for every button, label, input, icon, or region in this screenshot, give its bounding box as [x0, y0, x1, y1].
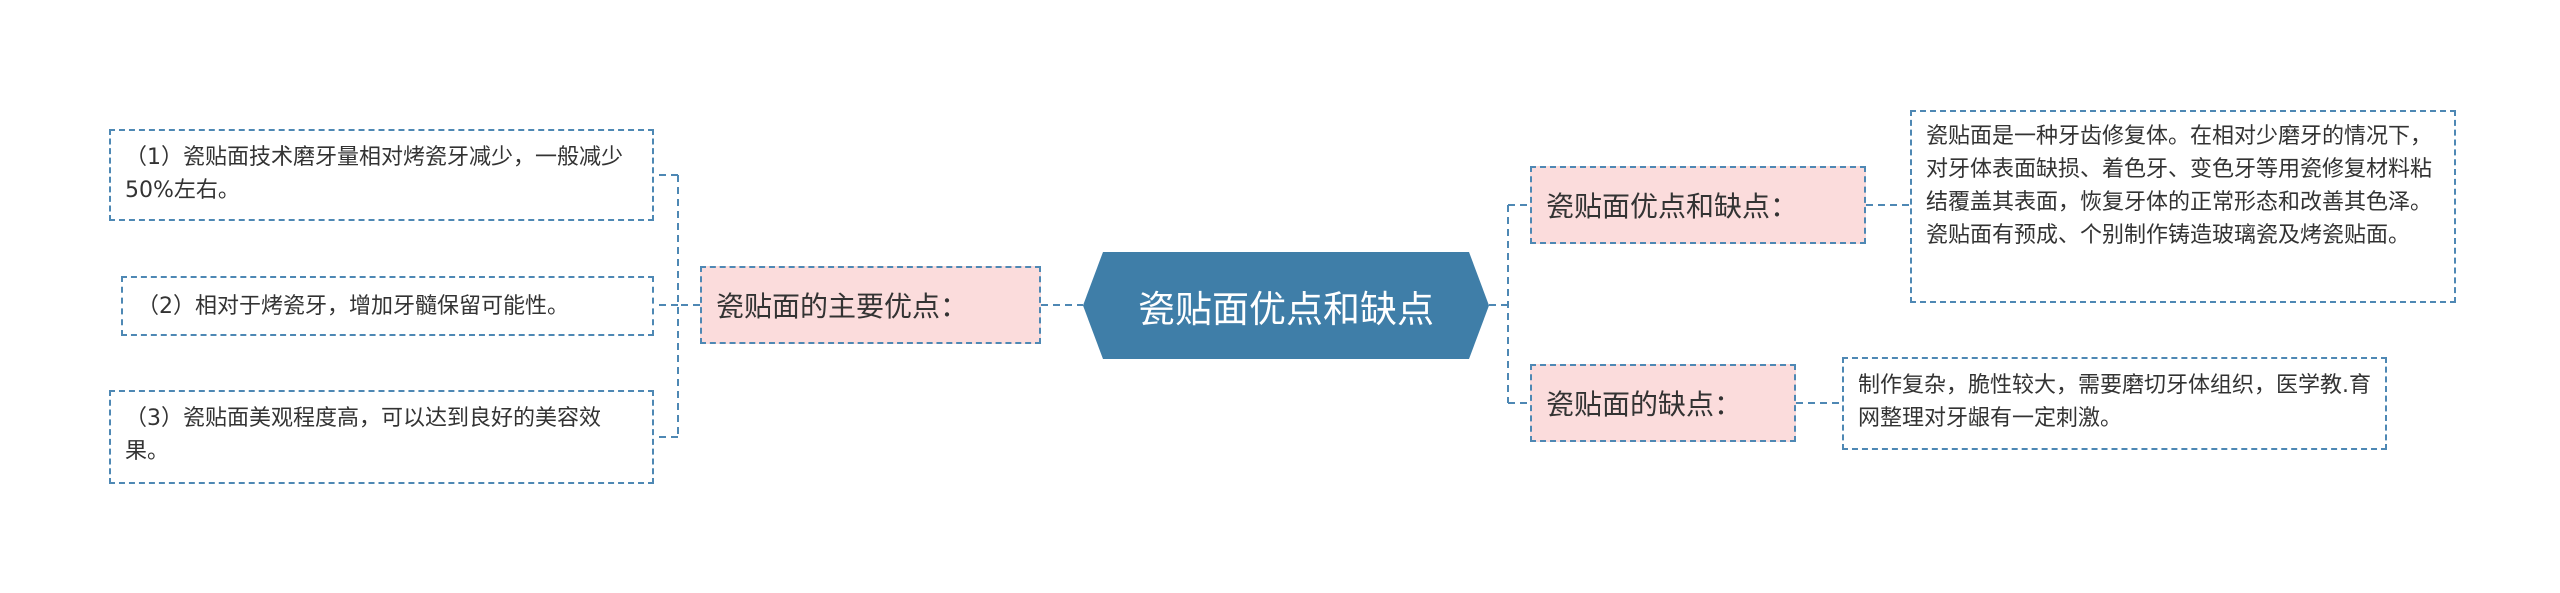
- branch-main-advantages[interactable]: 瓷贴面的主要优点：: [700, 266, 1041, 344]
- root-node-shape: [1083, 252, 1489, 359]
- leaf-advantage-1-text: （1）瓷贴面技术磨牙量相对烤瓷牙减少，一般减少50%左右。: [125, 145, 623, 203]
- leaf-advantage-3-text: （3）瓷贴面美观程度高，可以达到良好的美容效果。: [125, 406, 601, 464]
- branch-main-advantages-label: 瓷贴面的主要优点：: [716, 290, 969, 323]
- branch-pros-and-cons-label: 瓷贴面优点和缺点：: [1546, 190, 1799, 223]
- root-node[interactable]: 瓷贴面优点和缺点: [1083, 252, 1489, 359]
- leaf-disadvantages-text: 制作复杂，脆性较大，需要磨切牙体组织，医学教.育网整理对牙龈有一定刺激。: [1858, 373, 2371, 431]
- branch-pros-and-cons[interactable]: 瓷贴面优点和缺点：: [1530, 166, 1866, 244]
- root-node-label: 瓷贴面优点和缺点: [1138, 287, 1434, 331]
- leaf-advantage-2[interactable]: （2）相对于烤瓷牙，增加牙髓保留可能性。: [121, 276, 654, 336]
- leaf-advantage-1[interactable]: （1）瓷贴面技术磨牙量相对烤瓷牙减少，一般减少50%左右。: [109, 129, 654, 221]
- branch-disadvantages-label: 瓷贴面的缺点：: [1546, 388, 1743, 421]
- leaf-pros-and-cons[interactable]: 瓷贴面是一种牙齿修复体。在相对少磨牙的情况下，对牙体表面缺损、着色牙、变色牙等用…: [1910, 110, 2456, 303]
- leaf-pros-and-cons-text: 瓷贴面是一种牙齿修复体。在相对少磨牙的情况下，对牙体表面缺损、着色牙、变色牙等用…: [1926, 124, 2433, 248]
- leaf-advantage-3[interactable]: （3）瓷贴面美观程度高，可以达到良好的美容效果。: [109, 390, 654, 484]
- branch-disadvantages[interactable]: 瓷贴面的缺点：: [1530, 364, 1796, 442]
- leaf-disadvantages[interactable]: 制作复杂，脆性较大，需要磨切牙体组织，医学教.育网整理对牙龈有一定刺激。: [1842, 357, 2387, 450]
- leaf-advantage-2-text: （2）相对于烤瓷牙，增加牙髓保留可能性。: [137, 293, 569, 319]
